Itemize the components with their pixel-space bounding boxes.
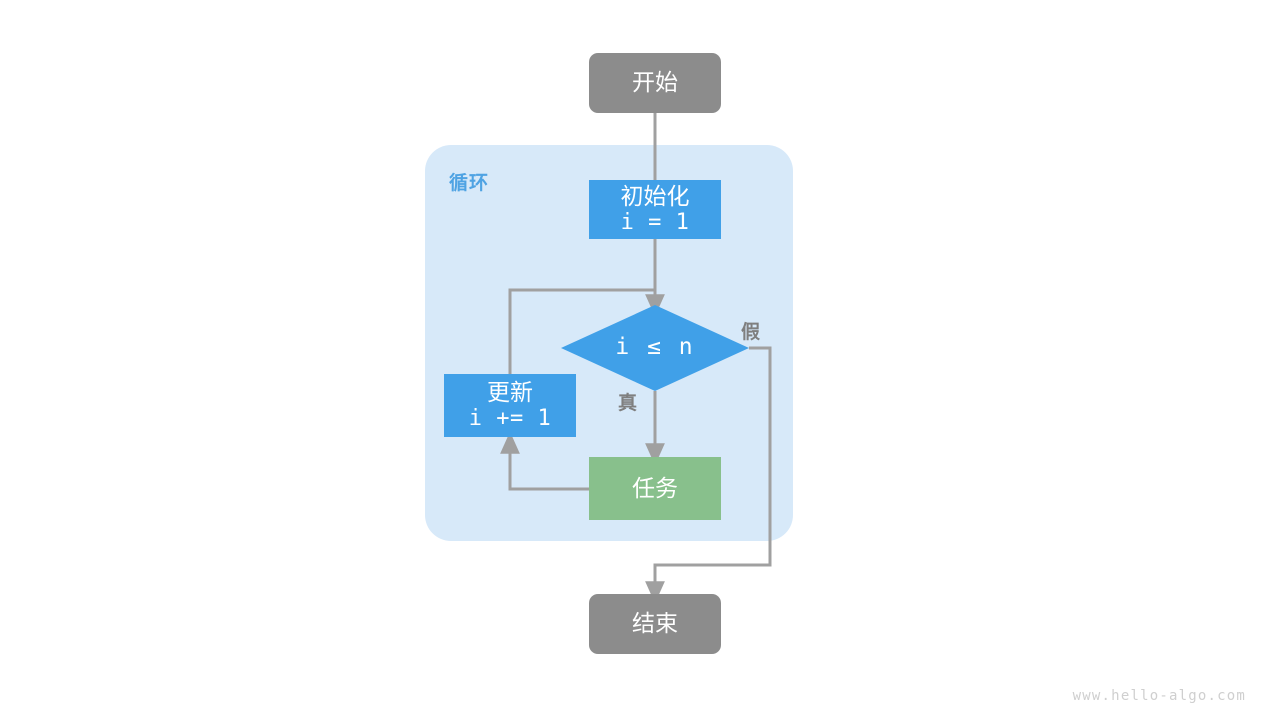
watermark: www.hello-algo.com: [1072, 688, 1246, 704]
node-update[interactable]: [444, 374, 576, 437]
edge-label-false: 假: [741, 322, 761, 343]
node-decision[interactable]: [561, 305, 749, 391]
edge-label-true: 真: [618, 393, 638, 414]
edge-update-to-decision: [508, 288, 657, 374]
edge-task-to-update: [500, 431, 589, 491]
node-start[interactable]: [589, 53, 721, 113]
node-task[interactable]: [589, 457, 721, 520]
node-init[interactable]: [589, 180, 721, 239]
edge-decision-to-end: [645, 346, 772, 604]
node-end[interactable]: [589, 594, 721, 654]
loop-group-label: 循环: [449, 173, 490, 194]
